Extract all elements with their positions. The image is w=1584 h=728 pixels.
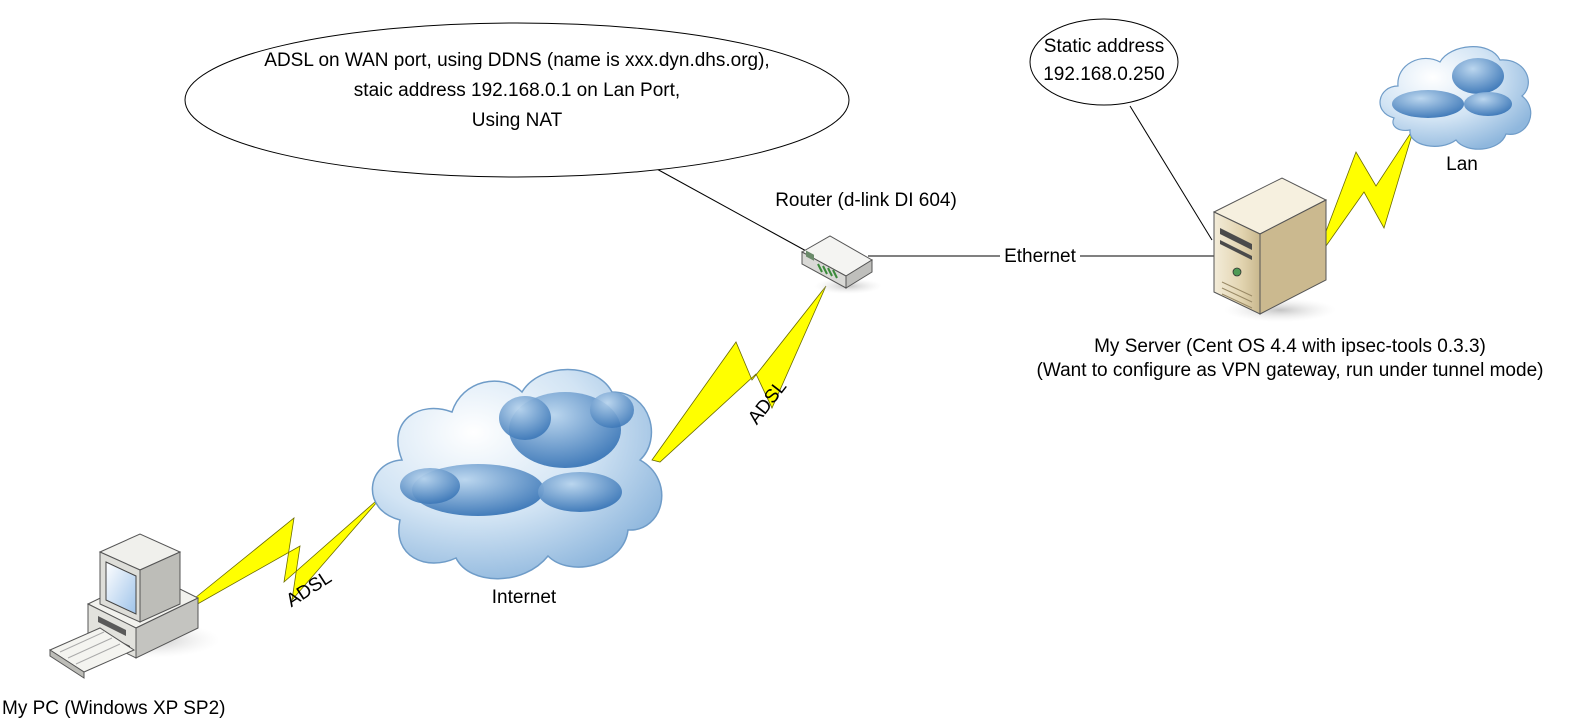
lan-label: Lan bbox=[1446, 154, 1478, 175]
router-info-line-1: ADSL on WAN port, using DDNS (name is xx… bbox=[264, 50, 769, 71]
desktop-pc-icon bbox=[48, 533, 220, 679]
pc-label: My PC (Windows XP SP2) bbox=[2, 698, 225, 719]
internet-cloud-icon bbox=[371, 368, 663, 580]
server-info-line-1: Static address bbox=[1044, 36, 1164, 57]
lightning-internet-pc-icon bbox=[189, 493, 385, 607]
router-info-line-2: staic address 192.168.0.1 on Lan Port, bbox=[354, 80, 680, 101]
server-info-callout: Static address 192.168.0.250 bbox=[1029, 18, 1179, 106]
server-tower-icon bbox=[1212, 177, 1336, 322]
router-label: Router (d-link DI 604) bbox=[775, 190, 957, 211]
router-info-callout: ADSL on WAN port, using DDNS (name is xx… bbox=[184, 22, 850, 178]
lightning-router-internet-icon bbox=[651, 285, 827, 463]
adsl-router-internet-label: ADSL bbox=[744, 377, 791, 429]
server-callout-leader bbox=[1129, 105, 1213, 241]
server-label-line-1: My Server (Cent OS 4.4 with ipsec-tools … bbox=[1094, 336, 1486, 357]
internet-label: Internet bbox=[492, 587, 557, 608]
lan-cloud-icon bbox=[1379, 46, 1532, 150]
router-callout-leader bbox=[654, 167, 809, 253]
server-info-line-2: 192.168.0.250 bbox=[1043, 64, 1165, 85]
router-info-line-3: Using NAT bbox=[472, 110, 563, 131]
ethernet-link-label: Ethernet bbox=[1004, 246, 1077, 267]
lightning-server-lan-icon bbox=[1321, 127, 1415, 247]
server-label-line-2: (Want to configure as VPN gateway, run u… bbox=[1037, 360, 1544, 381]
router-icon bbox=[800, 235, 882, 294]
